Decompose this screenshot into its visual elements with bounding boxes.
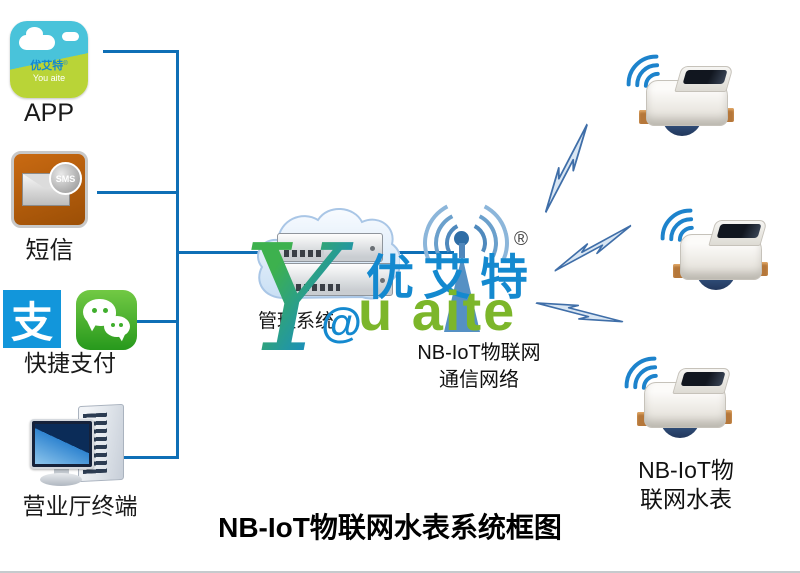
meter-screen (680, 372, 726, 386)
pipe-fitting (721, 410, 732, 424)
network-label-line1: NB-IoT物联网 (417, 342, 541, 364)
pipe-fitting (757, 262, 768, 276)
payment-label: 快捷支付 (24, 350, 116, 376)
brand-at-symbol: @ (321, 299, 362, 346)
wechat-icon (76, 290, 137, 350)
app-icon: 优艾特® You aite (10, 21, 88, 98)
antenna-ball-icon (454, 231, 469, 246)
radio-tower-icon (444, 255, 480, 332)
server-rack-icon (281, 263, 393, 296)
chat-bubble-icon (104, 316, 130, 337)
alipay-glyph: 支 (10, 298, 53, 346)
network-label-line2: 通信网络 (439, 369, 519, 391)
connector-trunk (176, 50, 179, 459)
terminal-label: 营业厅终端 (22, 493, 138, 519)
sms-label: 短信 (25, 237, 74, 264)
meter-display (672, 368, 732, 394)
connector-terminal (117, 456, 179, 459)
meter-display (708, 220, 768, 246)
server-ports (284, 250, 324, 257)
app-label: APP (23, 99, 75, 127)
app-icon-logo: 优艾特® You aite (10, 58, 88, 84)
management-label: 管理系统 (258, 311, 335, 332)
antenna-neck (459, 243, 465, 258)
lightning-bolt-icon (535, 302, 624, 323)
brand-script-y: Y (244, 222, 354, 382)
meter-label-line1: NB-IoT物 (638, 457, 734, 483)
brand-en-text: You aite (32, 73, 66, 83)
server-ports (288, 284, 340, 291)
server-led (380, 277, 385, 283)
pipe-fitting (637, 412, 648, 426)
bubble-eye (119, 323, 123, 327)
bottom-divider (0, 571, 800, 573)
cloud-shape-icon (62, 32, 79, 41)
water-meter-3 (624, 356, 744, 448)
meter-screen (682, 70, 728, 84)
alipay-icon: 支 (3, 290, 61, 348)
meter-display (674, 66, 734, 92)
water-meter-2 (660, 208, 780, 300)
lightning-bolt-icon (553, 224, 632, 272)
pipe-fitting (723, 108, 734, 122)
brand-cn-text: 优艾特 (30, 60, 64, 72)
meter-label: NB-IoT物 联网水表 (612, 456, 760, 514)
server-rack-icon (277, 233, 383, 262)
server-led (370, 245, 375, 251)
bubble-eye (103, 308, 108, 313)
sms-badge: SMS (49, 162, 82, 195)
sms-envelope-icon: SMS (11, 151, 88, 228)
pipe-fitting (673, 264, 684, 278)
page-title: NB-IoT物联网水表系统框图 (218, 512, 562, 543)
bubble-eye (111, 323, 115, 327)
meter-screen (716, 224, 762, 238)
monitor-base (40, 473, 82, 486)
water-meter-1 (626, 54, 746, 146)
connector-sms (97, 191, 179, 194)
monitor-icon (30, 419, 94, 469)
brand-cn-watermark: 优艾特 (366, 252, 538, 305)
registered-mark: ® (63, 61, 68, 67)
svg-text:Y: Y (244, 222, 354, 382)
lightning-bolt-icon (544, 123, 589, 214)
connector-payment (136, 320, 179, 323)
monitor-stand (54, 467, 69, 475)
registered-mark: ® (514, 229, 528, 250)
monitor-screen (35, 424, 89, 464)
desktop-server-icon (30, 403, 126, 487)
brand-en-watermark: u aite (358, 279, 517, 342)
connector-app (103, 50, 179, 53)
bubble-eye (92, 308, 97, 313)
cloud-shape-icon (19, 27, 55, 50)
pipe-fitting (639, 110, 650, 124)
network-label: NB-IoT物联网 通信网络 (398, 340, 560, 394)
meter-label-line2: 联网水表 (640, 486, 732, 512)
